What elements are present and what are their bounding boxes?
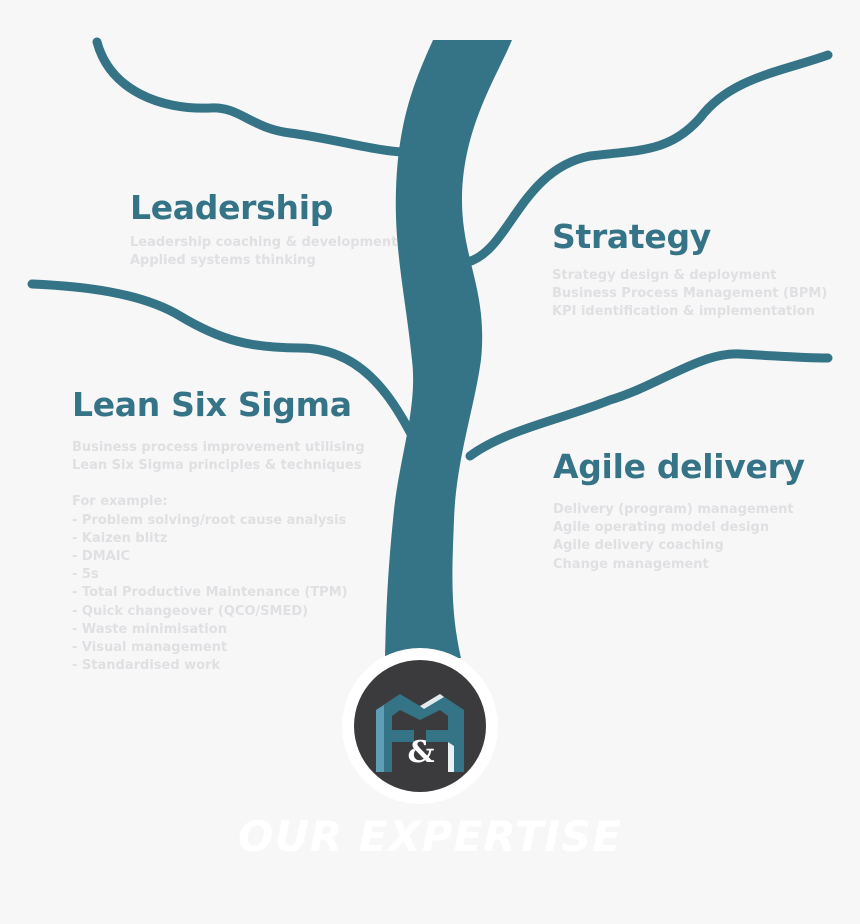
strategy-section: Strategy Strategy design & deployment Bu… bbox=[552, 217, 827, 322]
list-item: Agile delivery coaching bbox=[553, 538, 724, 554]
leadership-title: Leadership bbox=[130, 188, 334, 227]
list-item: Delivery (program) management bbox=[553, 502, 794, 517]
agile-delivery-items: Delivery (program) management Agile oper… bbox=[553, 501, 805, 574]
list-item: - Waste minimisation bbox=[72, 621, 227, 637]
list-item: - 5s bbox=[72, 567, 99, 583]
list-item: Lean Six Sigma principles & techniques bbox=[72, 458, 362, 474]
footer-title: OUR EXPERTISE bbox=[238, 812, 622, 861]
list-item: - Total Productive Maintenance (TPM) bbox=[72, 585, 348, 601]
list-item: Change management bbox=[553, 556, 709, 572]
example-label: For example: bbox=[72, 494, 168, 510]
lean-six-sigma-items: Business process improvement utilising L… bbox=[72, 439, 365, 675]
list-item: - Problem solving/root cause analysis bbox=[72, 512, 347, 528]
agile-delivery-title: Agile delivery bbox=[553, 447, 805, 486]
lean-six-sigma-section: Lean Six Sigma Business process improvem… bbox=[72, 385, 365, 675]
branch-upper-right bbox=[463, 50, 833, 267]
list-item: Business process improvement utilising bbox=[72, 440, 365, 455]
list-item: - Quick changeover (QCO/SMED) bbox=[72, 603, 309, 619]
branch-upper-left bbox=[92, 37, 407, 157]
list-item: Business Process Management (BPM) bbox=[552, 286, 828, 302]
list-item: - Visual management bbox=[72, 640, 228, 656]
list-item: Applied systems thinking bbox=[130, 253, 316, 269]
branch-lower-right bbox=[465, 349, 833, 461]
agile-delivery-section: Agile delivery Delivery (program) manage… bbox=[553, 447, 805, 574]
logo-badge: & bbox=[354, 660, 486, 792]
list-item: Leadership coaching & development bbox=[130, 235, 398, 250]
strategy-title: Strategy bbox=[552, 217, 711, 256]
branch-lower-left bbox=[27, 279, 415, 437]
ampersand-mark: & bbox=[407, 735, 435, 770]
strategy-items: Strategy design & deployment Business Pr… bbox=[552, 267, 827, 322]
list-item: Agile operating model design bbox=[553, 520, 770, 536]
list-item: Strategy design & deployment bbox=[552, 268, 777, 283]
company-logo: & bbox=[342, 648, 498, 804]
tree-trunk bbox=[385, 40, 512, 658]
list-item: - DMAIC bbox=[72, 549, 131, 565]
logo-mark-icon bbox=[376, 694, 464, 772]
leadership-section: Leadership Leadership coaching & develop… bbox=[130, 188, 397, 270]
lean-six-sigma-title: Lean Six Sigma bbox=[72, 385, 352, 424]
list-item: - Kaizen blitz bbox=[72, 530, 168, 546]
list-item: - Standardised work bbox=[72, 658, 221, 674]
list-item: KPI identification & implementation bbox=[552, 304, 815, 320]
leadership-items: Leadership coaching & development Applie… bbox=[130, 234, 397, 270]
